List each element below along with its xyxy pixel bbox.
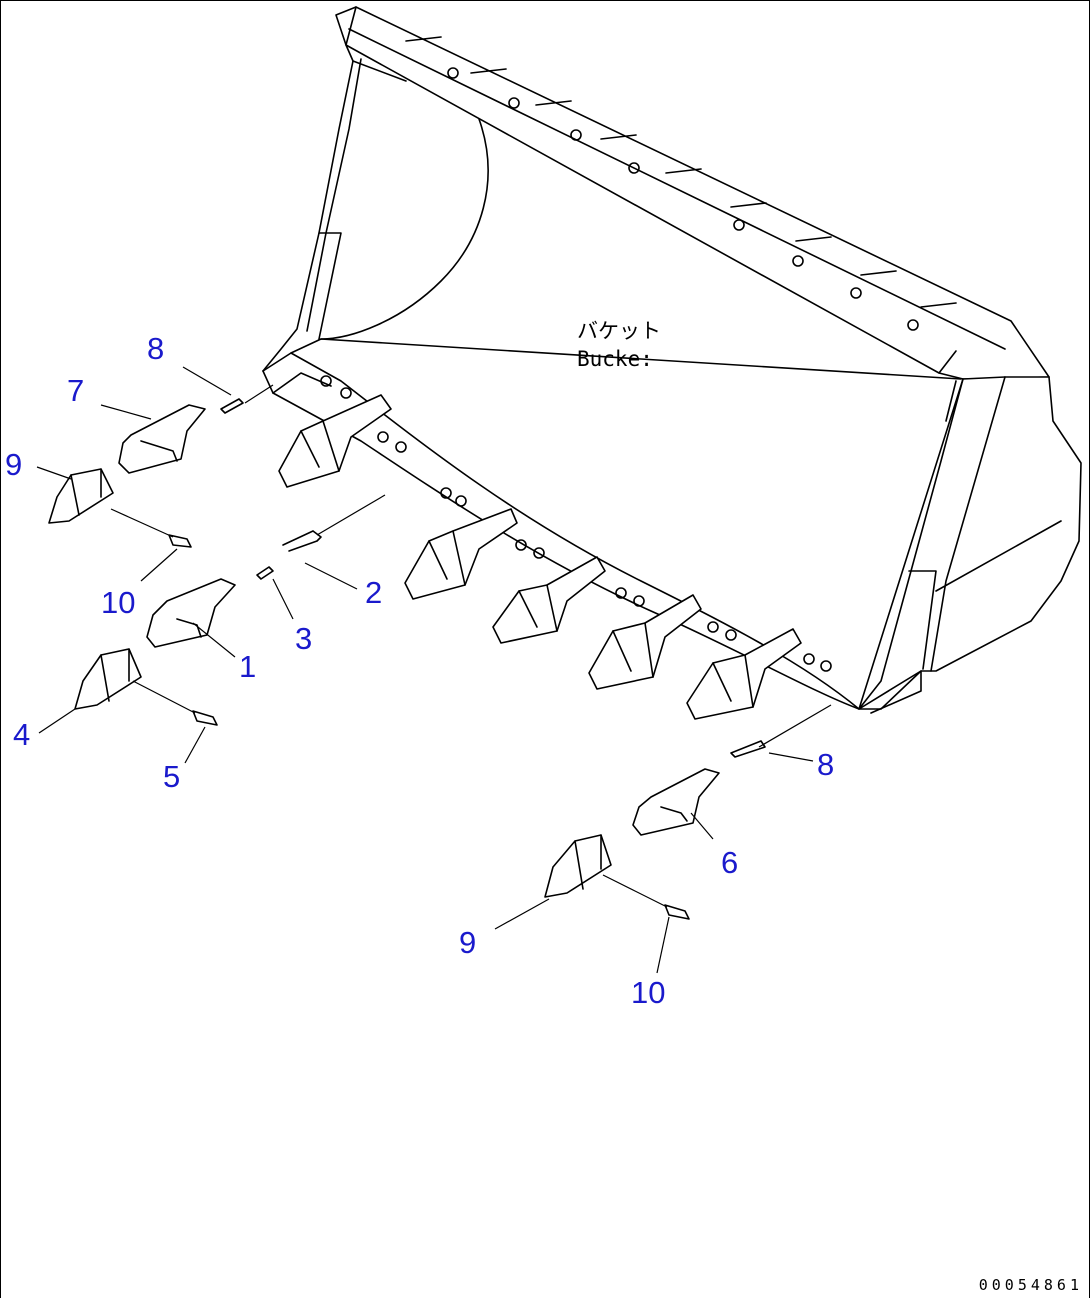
- mounted-teeth: [278, 394, 802, 720]
- callout-6[interactable]: 6: [721, 845, 739, 880]
- callout-2[interactable]: 2: [365, 575, 383, 610]
- callout-7[interactable]: 7: [67, 373, 85, 408]
- drawing-number: 00054861: [978, 1276, 1083, 1294]
- callout-9-bottom[interactable]: 9: [459, 925, 477, 960]
- callout-10-top[interactable]: 10: [101, 585, 136, 620]
- loose-parts: [48, 398, 766, 920]
- bucket-label-jp: バケット: [577, 319, 661, 343]
- bucket-body: [262, 6, 1082, 714]
- callout-4[interactable]: 4: [13, 717, 31, 752]
- callout-8-bottom[interactable]: 8: [817, 747, 835, 782]
- callout-9-top[interactable]: 9: [5, 447, 23, 482]
- callout-10-bottom[interactable]: 10: [631, 975, 666, 1010]
- callout-1[interactable]: 1: [239, 649, 257, 684]
- callout-8-top[interactable]: 8: [147, 331, 165, 366]
- callout-3[interactable]: 3: [295, 621, 313, 656]
- leader-lines: [36, 366, 832, 974]
- callout-5[interactable]: 5: [163, 759, 181, 794]
- bucket-label-en: Bucke:: [577, 347, 653, 371]
